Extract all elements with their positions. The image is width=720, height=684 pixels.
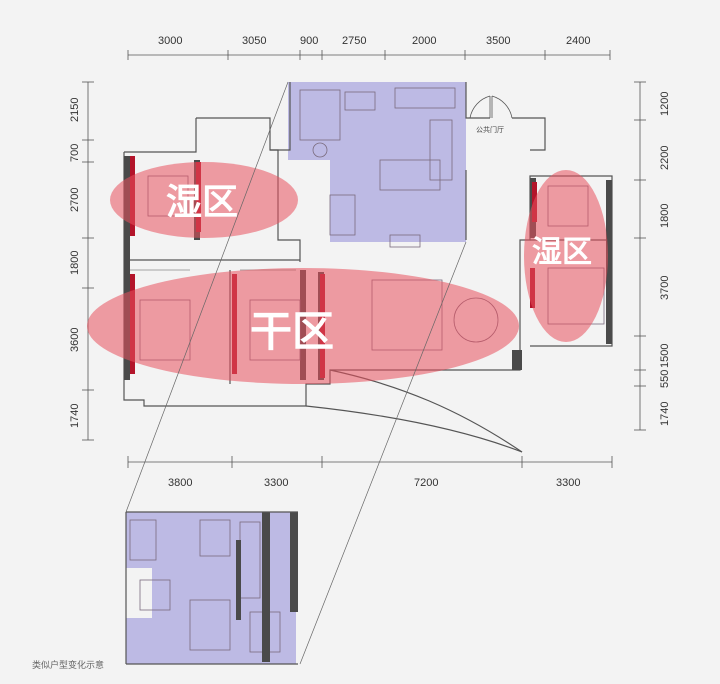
dim-left-3: 2700: [69, 188, 81, 212]
dim-right-1: 1200: [659, 92, 671, 116]
dim-top-2: 3050: [242, 35, 266, 47]
dim-top-1: 3000: [158, 35, 182, 47]
dim-right-3: 1800: [659, 204, 671, 228]
inset-projection-lines: [125, 81, 467, 665]
right-dimension-labels: 1200 2200 1800 3700 1500 550 1740: [659, 92, 671, 426]
dim-top-3: 900: [300, 35, 318, 47]
dim-bottom-3: 7200: [414, 477, 438, 489]
dim-right-6: 550: [659, 370, 671, 388]
dim-top-4: 2750: [342, 35, 366, 47]
inset-floor-plan: [125, 511, 298, 665]
bottom-dimension-line: [127, 456, 613, 468]
left-dimension-line: [82, 81, 94, 441]
dim-top-5: 2000: [412, 35, 436, 47]
dim-right-4: 3700: [659, 276, 671, 300]
dim-left-4: 1800: [69, 251, 81, 275]
dim-left-6: 1740: [69, 404, 81, 428]
left-dimension-labels: 2150 700 2700 1800 3600 1740: [69, 98, 81, 428]
wet-zone-right-label: 湿区: [532, 235, 592, 270]
dim-top-7: 2400: [566, 35, 590, 47]
dim-left-5: 3600: [69, 328, 81, 352]
wet-zone-right-ellipse: [524, 170, 608, 342]
top-dimension-labels: 3000 3050 900 2750 2000 3500 2400: [158, 35, 590, 47]
dim-left-2: 700: [69, 144, 81, 162]
dim-bottom-2: 3300: [264, 477, 288, 489]
wet-zone-left-label: 湿区: [166, 182, 238, 223]
bottom-dimension-labels: 3800 3300 7200 3300: [168, 477, 580, 489]
dim-right-7: 1740: [659, 402, 671, 426]
dry-zone-label: 干区: [250, 307, 334, 356]
purple-kitchen-area: [288, 82, 466, 248]
entry-door-label: 公共门厅: [476, 125, 504, 134]
dry-zone-ellipse: [87, 268, 519, 384]
inset-caption: 类似户型变化示意: [32, 659, 104, 671]
dim-bottom-4: 3300: [556, 477, 580, 489]
dim-right-2: 2200: [659, 146, 671, 170]
dim-bottom-1: 3800: [168, 477, 192, 489]
dim-top-6: 3500: [486, 35, 510, 47]
entry-door-icon: [469, 95, 513, 119]
right-dimension-line: [634, 81, 646, 431]
top-dimension-line: [127, 50, 611, 60]
dim-right-5: 1500: [659, 344, 671, 368]
dim-left-1: 2150: [69, 98, 81, 122]
